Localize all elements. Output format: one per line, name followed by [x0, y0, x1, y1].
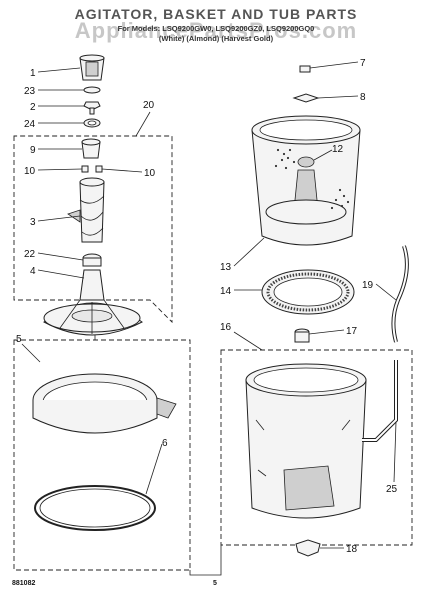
part-ring-23: [83, 86, 101, 94]
svg-text:10: 10: [144, 168, 156, 179]
part-tub-nut: [295, 539, 321, 557]
callout-19: 19: [362, 280, 397, 301]
part-outer-tub: [245, 363, 367, 519]
svg-text:16: 16: [220, 322, 232, 333]
svg-text:22: 22: [24, 249, 36, 260]
svg-text:9: 9: [30, 145, 36, 156]
part-bearing: [294, 328, 310, 343]
svg-text:25: 25: [386, 484, 398, 495]
part-clip: [299, 65, 311, 73]
svg-text:2: 2: [30, 102, 36, 113]
callout-2: 2: [30, 102, 84, 113]
connector-line: [189, 545, 222, 576]
callout-13: 13: [220, 237, 265, 273]
watermark: AppliancePartsPros.com: [74, 18, 358, 43]
svg-text:18: 18: [346, 544, 358, 555]
svg-text:20: 20: [143, 100, 155, 111]
callout-20: 20: [135, 100, 155, 137]
part-dog-left: [81, 165, 89, 173]
callout-7: 7: [309, 58, 366, 69]
svg-text:6: 6: [162, 438, 168, 449]
callout-6: 6: [145, 438, 168, 495]
svg-text:13: 13: [220, 262, 232, 273]
basket-perforations: [274, 148, 350, 210]
callout-10-left: 10: [24, 166, 83, 177]
svg-text:5: 5: [16, 334, 22, 345]
part-nut: [292, 93, 320, 103]
callout-14: 14: [220, 286, 262, 297]
svg-text:12: 12: [332, 144, 344, 155]
svg-text:10: 10: [24, 166, 36, 177]
callout-5: 5: [16, 334, 41, 363]
group-box-tub: [220, 349, 413, 546]
callout-12: 12: [313, 144, 344, 161]
callout-16: 16: [220, 322, 263, 351]
part-agitator-base: [43, 269, 143, 336]
callout-1: 1: [30, 67, 81, 79]
svg-text:19: 19: [362, 280, 374, 291]
svg-text:1: 1: [30, 68, 36, 79]
part-dog-right: [95, 165, 103, 173]
callout-22: 22: [24, 249, 84, 261]
callout-24: 24: [24, 119, 84, 130]
part-drain-tube: [362, 360, 398, 442]
part-dog-cam: [81, 138, 101, 159]
callout-4: 4: [30, 266, 85, 279]
svg-text:3: 3: [30, 217, 36, 228]
callout-25: 25: [386, 421, 398, 495]
callout-9: 9: [30, 145, 82, 156]
callout-8: 8: [317, 92, 366, 103]
svg-text:7: 7: [360, 58, 366, 69]
callout-18: 18: [320, 544, 358, 555]
callout-3: 3: [30, 215, 81, 228]
svg-text:23: 23: [24, 86, 36, 97]
group-box-agitator: [13, 135, 173, 324]
callout-17: 17: [308, 326, 358, 337]
svg-text:8: 8: [360, 92, 366, 103]
model-numbers: For Models: LSQ9200GW0, LSQ9200GZ0, LSQ9…: [117, 24, 315, 33]
part-hub-12: [297, 156, 315, 168]
svg-text:17: 17: [346, 326, 358, 337]
part-tub-ring: [32, 373, 177, 434]
callout-10-right: 10: [101, 168, 156, 179]
part-balance-ring: [261, 269, 355, 315]
part-bolt: [83, 101, 101, 115]
color-variants: (White) (Almond) (Harvest Gold): [158, 34, 274, 43]
part-seal: [34, 485, 156, 531]
svg-text:14: 14: [220, 286, 232, 297]
group-box-lower-left: [13, 339, 191, 571]
svg-text:24: 24: [24, 119, 36, 130]
part-spline-insert: [82, 253, 102, 267]
part-agitator-cap: [79, 54, 105, 81]
callout-23: 23: [24, 86, 84, 97]
part-auger: [67, 177, 105, 243]
part-basket: [251, 115, 361, 246]
page-number: 5: [213, 580, 217, 587]
svg-text:4: 4: [30, 266, 36, 277]
part-number: 881082: [12, 580, 36, 587]
diagram-title: AGITATOR, BASKET AND TUB PARTS: [74, 6, 358, 22]
